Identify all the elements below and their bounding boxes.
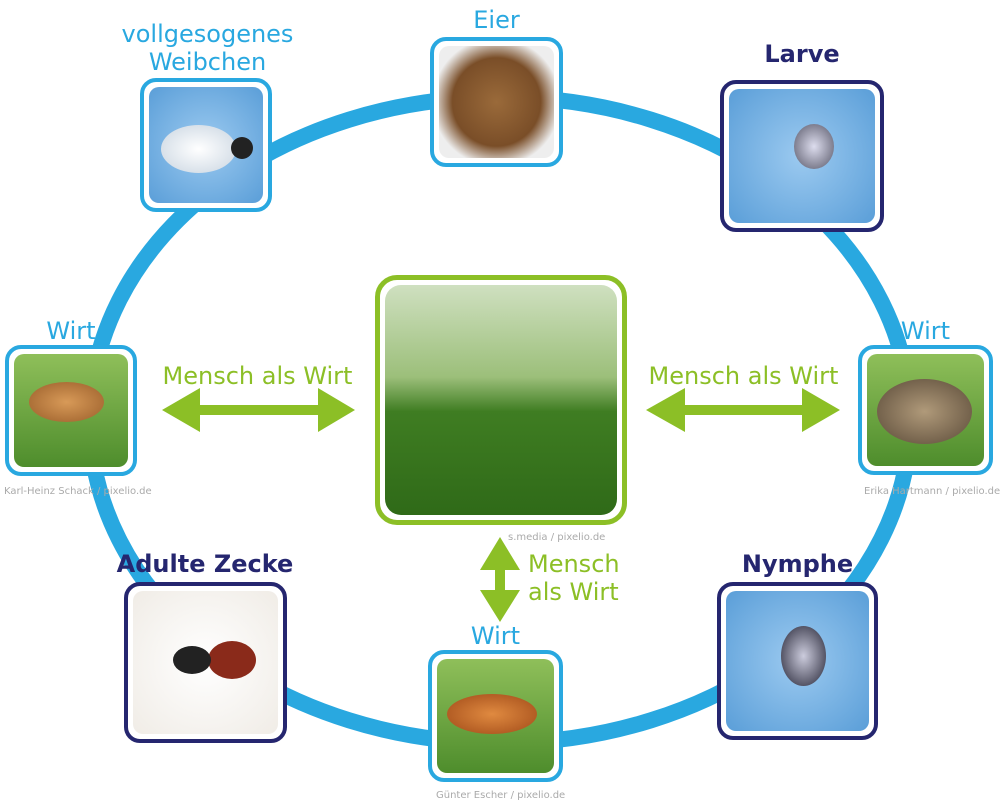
arrow-bottom <box>480 537 520 622</box>
tick-body-icon <box>161 125 236 173</box>
deer-photo <box>14 354 128 467</box>
arrow-right <box>646 388 840 432</box>
image-adult-tick <box>124 582 287 743</box>
credit-deer: Karl-Heinz Schack / pixelio.de <box>4 486 152 497</box>
hedgehog-photo <box>867 354 984 466</box>
park-grass-photo <box>385 285 617 515</box>
adult-tick-photo <box>133 591 278 734</box>
adult-tick-body-icon <box>208 641 256 679</box>
label-larva: Larve <box>764 40 840 68</box>
label-human-host-left: Mensch als Wirt <box>162 362 353 390</box>
label-eggs: Eier <box>473 6 520 34</box>
eggs-photo <box>439 46 554 158</box>
image-deer <box>5 345 137 476</box>
image-nymph <box>717 582 878 740</box>
label-host-right: Wirt <box>900 317 951 345</box>
label-line-1: Mensch <box>528 550 620 578</box>
nymph-icon <box>781 626 826 686</box>
arrow-left <box>162 388 355 432</box>
label-human-host-right: Mensch als Wirt <box>648 362 839 390</box>
fox-photo <box>437 659 554 773</box>
label-host-bottom: Wirt <box>470 622 521 650</box>
image-engorged-female <box>140 78 272 212</box>
hedgehog-icon <box>877 379 972 444</box>
fox-icon <box>447 694 537 734</box>
larva-photo <box>729 89 875 223</box>
label-engorged-female: vollgesogenes Weibchen <box>120 20 295 76</box>
image-fox <box>428 650 563 782</box>
label-host-left: Wirt <box>46 317 96 345</box>
tick-head-icon <box>231 137 253 159</box>
label-human-host-bottom: Mensch als Wirt <box>528 550 620 606</box>
adult-tick-head-icon <box>173 646 211 674</box>
label-adult: Adulte Zecke <box>116 550 294 578</box>
image-larva <box>720 80 884 232</box>
credit-hedgehog: Erika Hartmann / pixelio.de <box>864 486 1000 497</box>
deer-icon <box>29 382 104 422</box>
label-nymph: Nymphe <box>741 550 854 578</box>
credit-center: s.media / pixelio.de <box>508 532 606 543</box>
image-hedgehog <box>858 345 993 475</box>
label-text: vollgesogenes Weibchen <box>121 20 294 76</box>
engorged-tick-photo <box>149 87 263 203</box>
credit-fox: Günter Escher / pixelio.de <box>436 790 566 801</box>
label-line-2: als Wirt <box>528 578 619 606</box>
larva-icon <box>794 124 834 169</box>
image-center-park <box>375 275 627 525</box>
nymph-photo <box>726 591 869 731</box>
image-eggs <box>430 37 563 167</box>
arrows <box>162 388 840 622</box>
